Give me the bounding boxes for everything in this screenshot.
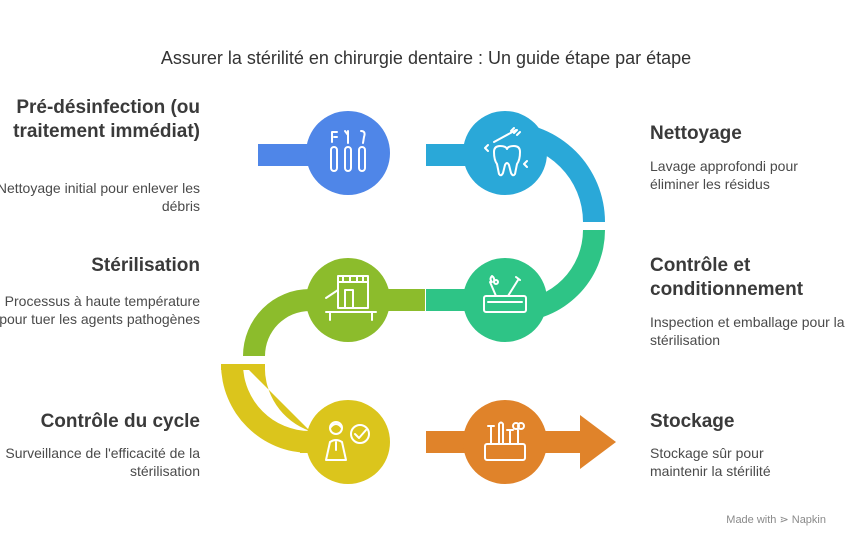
person-check-icon xyxy=(325,421,370,461)
flow-curve-5 xyxy=(221,364,310,453)
step-3-title: Contrôle et conditionnement xyxy=(650,255,804,300)
step-1-description: Nettoyage initial pour enlever les débri… xyxy=(0,180,200,214)
step-6-description: Stockage sûr pour maintenir la stérilité xyxy=(650,445,771,479)
step-2-node xyxy=(463,111,547,195)
step-1-title: Pré-désinfection (ou traitement immédiat… xyxy=(13,97,200,142)
step-5-title: Contrôle du cycle xyxy=(40,411,200,432)
flow-curve-4 xyxy=(243,289,310,356)
instrument-holder-icon xyxy=(484,421,526,461)
step-1-node xyxy=(306,111,390,195)
step-4-node xyxy=(306,258,390,342)
autoclave-icon xyxy=(325,275,377,321)
dental-instruments-icon xyxy=(330,130,366,172)
step-5-description: Surveillance de l'efficacité de la stéri… xyxy=(5,445,200,479)
flow-arrowhead xyxy=(580,415,616,469)
step-3-description: Inspection et emballage pour la stérilis… xyxy=(650,314,845,348)
step-2-title: Nettoyage xyxy=(650,123,742,144)
instrument-tray-icon xyxy=(483,275,527,313)
step-3-node xyxy=(463,258,547,342)
tooth-brush-icon xyxy=(484,127,528,177)
step-6-title: Stockage xyxy=(650,411,735,432)
page-title: Assurer la stérilité en chirurgie dentai… xyxy=(160,48,692,68)
step-2-description: Lavage approfondi pour éliminer les rési… xyxy=(650,158,798,192)
flow-segment-4 xyxy=(385,289,425,311)
step-5-node xyxy=(306,400,390,484)
napkin-credit: Made with ⋗ Napkin xyxy=(726,514,826,526)
step-4-title: Stérilisation xyxy=(91,255,200,276)
step-6-node xyxy=(463,400,547,484)
step-4-description: Processus à haute température pour tuer … xyxy=(0,293,200,327)
